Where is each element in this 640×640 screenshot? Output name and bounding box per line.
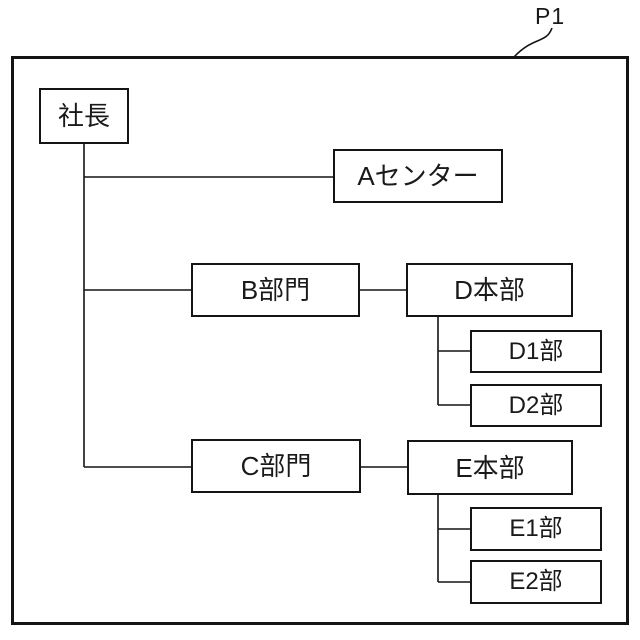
org-node-a-center: Aセンター <box>333 149 503 203</box>
org-node-label: D1部 <box>508 337 564 365</box>
org-node-label: E1部 <box>509 515 563 542</box>
org-node-c-division: C部門 <box>191 439 361 493</box>
figure-label: P1 <box>535 3 566 29</box>
org-node-b-division: B部門 <box>191 263 360 317</box>
org-node-label: E本部 <box>455 452 525 483</box>
diagram-frame <box>11 56 629 625</box>
figure-label-leader-line <box>513 27 553 58</box>
org-node-label: B部門 <box>240 275 311 305</box>
org-node-e-headquarters: E本部 <box>407 440 573 495</box>
org-node-d-headquarters: D本部 <box>406 263 573 317</box>
org-node-d1-department: D1部 <box>470 330 602 373</box>
org-node-label: Aセンター <box>357 161 479 191</box>
org-node-label: D本部 <box>454 275 525 305</box>
org-node-label: D2部 <box>508 391 564 419</box>
org-node-e1-department: E1部 <box>470 507 602 551</box>
org-node-d2-department: D2部 <box>470 384 602 427</box>
org-node-label: E2部 <box>509 568 563 595</box>
org-node-label: C部門 <box>240 451 312 481</box>
org-node-label: 社長 <box>57 101 110 131</box>
org-node-e2-department: E2部 <box>470 560 602 604</box>
org-node-president: 社長 <box>39 88 129 144</box>
